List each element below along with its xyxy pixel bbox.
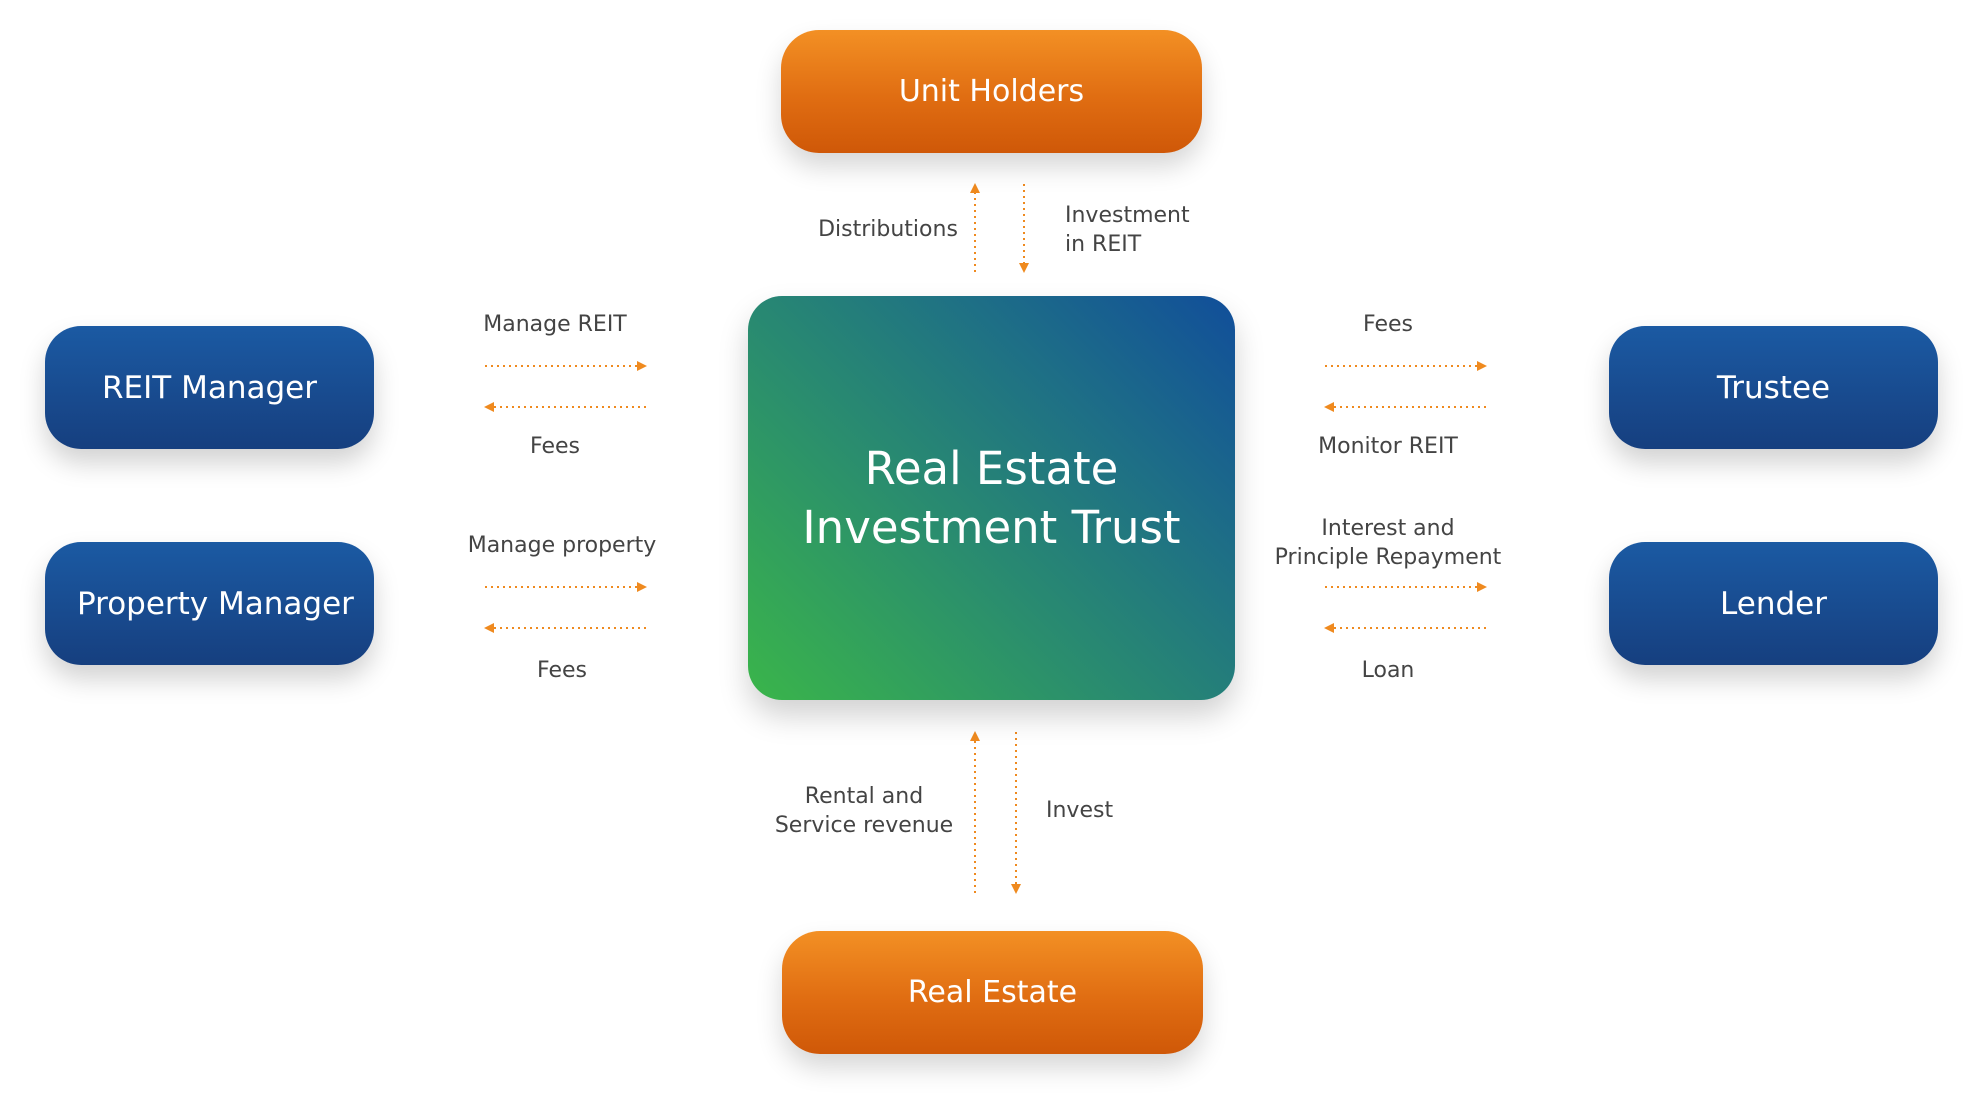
label-investment-line-2: in REIT [1065,232,1142,257]
label-interest-repayment: Interest and Principle Repayment [1275,514,1502,572]
label-rental-line-2: Service revenue [774,813,954,838]
node-lender: Lender [1609,542,1938,665]
label-invest-text: Invest [1046,798,1114,823]
label-investment-line-1: Investment [1065,203,1190,228]
node-trustee: Trustee [1609,326,1938,449]
label-manage-property: Manage property [468,531,657,560]
label-trustee-fees: Fees [1363,310,1413,339]
center-node-line-1: Real Estate [864,442,1119,495]
node-real-estate: Real Estate [782,931,1203,1054]
node-reit-manager: REIT Manager [45,326,374,449]
label-monitor-reit-text: Monitor REIT [1318,434,1458,459]
label-monitor-reit: Monitor REIT [1318,432,1458,461]
center-node-line-2: Investment Trust [802,501,1181,554]
label-interest-line-1: Interest and [1321,516,1455,541]
label-loan-text: Loan [1361,658,1415,683]
label-distributions: Distributions [818,215,958,244]
node-unit-holders: Unit Holders [781,30,1202,153]
label-investment-in-reit: Investment in REIT [1065,201,1190,259]
label-manage-reit: Manage REIT [483,310,627,339]
label-loan: Loan [1362,656,1415,685]
node-trustee-label: Trustee [1716,369,1831,406]
label-trustee-fees-text: Fees [1363,312,1413,337]
label-distributions-text: Distributions [818,217,958,242]
node-property-manager-label: Property Manager [77,585,354,622]
label-reit-manager-fees: Fees [530,432,580,461]
node-property-manager: Property Manager [45,542,374,665]
label-property-manager-fees: Fees [537,656,587,685]
label-reit-manager-fees-text: Fees [530,434,580,459]
label-manage-reit-text: Manage REIT [483,312,627,337]
center-node-reit: Real Estate Investment Trust [748,296,1235,700]
label-manage-property-text: Manage property [467,533,657,558]
label-invest: Invest [1046,796,1113,825]
node-lender-label: Lender [1720,585,1827,622]
node-real-estate-label: Real Estate [907,975,1078,1010]
label-rental-revenue: Rental and Service revenue [775,782,953,840]
label-rental-line-1: Rental and [804,784,924,809]
node-unit-holders-label: Unit Holders [898,74,1085,109]
label-property-manager-fees-text: Fees [537,658,587,683]
label-interest-line-2: Principle Repayment [1274,545,1502,570]
node-reit-manager-label: REIT Manager [102,369,317,406]
